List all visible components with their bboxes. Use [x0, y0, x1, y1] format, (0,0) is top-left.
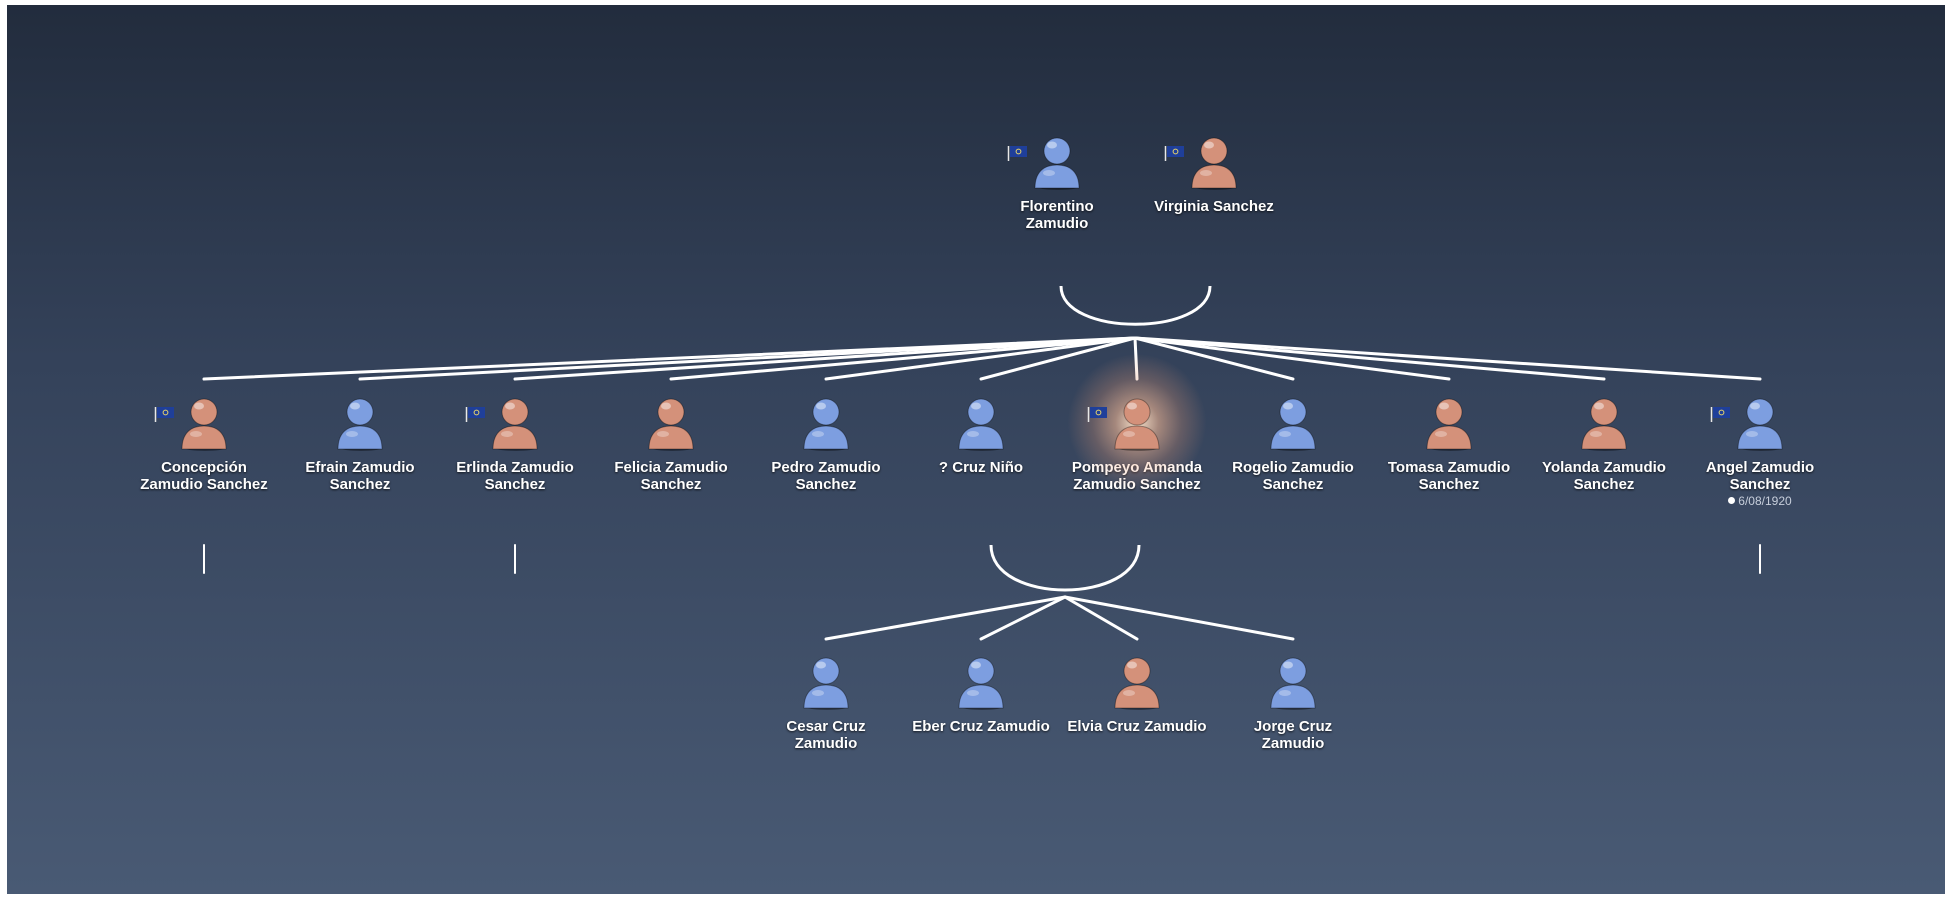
connector-line-child-11: [1133, 336, 1762, 381]
grandchild-node[interactable]: Elvia Cruz Zamudio: [1062, 652, 1212, 735]
parent-node[interactable]: Virginia Sanchez: [1139, 132, 1289, 215]
person-icon: [1191, 137, 1237, 190]
connector-line-grandchild-3: [1063, 595, 1139, 641]
person-icon: [1581, 398, 1627, 451]
birth-date-text: 6/08/1920: [1738, 494, 1792, 508]
couple-bracket-selected: [989, 544, 1141, 592]
person-name: ? Cruz Niño: [938, 459, 1024, 476]
flag-icon: [1087, 407, 1107, 422]
connector-line-grandchild-2: [979, 595, 1067, 641]
person-icon: [1737, 398, 1783, 451]
connector-line-child-9: [1133, 336, 1451, 381]
avatar: [1263, 652, 1323, 712]
person-icon: [492, 398, 538, 451]
person-icon: [1114, 398, 1160, 451]
connector-line-child-8: [1133, 336, 1295, 381]
connector-line-child-4: [669, 336, 1137, 381]
person-icon: [958, 398, 1004, 451]
avatar: [1007, 132, 1087, 192]
flag-icon: [1007, 146, 1027, 161]
connector-line-child-3: [513, 336, 1137, 381]
couple-bracket-parents: [1059, 285, 1212, 326]
avatar: [1710, 393, 1790, 453]
flag-icon: [1164, 146, 1184, 161]
flag-icon: [1710, 407, 1730, 422]
person-name: Eber Cruz Zamudio: [912, 718, 1050, 735]
person-icon: [181, 398, 227, 451]
connector-line-child-2: [358, 336, 1137, 381]
flag-icon: [465, 407, 485, 422]
person-name: Elvia Cruz Zamudio: [1067, 718, 1207, 735]
person-icon: [337, 398, 383, 451]
connector-line-child-6: [979, 336, 1137, 381]
birth-date: 6/08/1920: [1685, 494, 1835, 508]
birth-dot-icon: [1728, 497, 1736, 504]
avatar: [1164, 132, 1244, 192]
avatar: [796, 393, 856, 453]
person-icon: [1034, 137, 1080, 190]
child-node[interactable]: ? Cruz Niño: [906, 393, 1056, 476]
avatar: [330, 393, 390, 453]
avatar: [1419, 393, 1479, 453]
person-icon: [958, 657, 1004, 710]
tree-connectors: [202, 285, 1762, 641]
selected-person-node[interactable]: Pompeyo AmandaZamudio Sanchez: [1062, 353, 1212, 493]
person-icon: [1426, 398, 1472, 451]
connector-line-child-10: [1133, 336, 1606, 381]
connector-line-child-5: [824, 336, 1137, 381]
avatar: [1263, 393, 1323, 453]
person-icon: [648, 398, 694, 451]
avatar: [1574, 393, 1634, 453]
avatar: [951, 393, 1011, 453]
avatar: [641, 393, 701, 453]
avatar: [796, 652, 856, 712]
person-icon: [1270, 657, 1316, 710]
person-icon: [1270, 398, 1316, 451]
avatar: [154, 393, 234, 453]
person-icon: [803, 657, 849, 710]
person-icon: [803, 398, 849, 451]
connector-line-grandchild-1: [824, 595, 1067, 641]
person-icon: [1114, 657, 1160, 710]
person-name: Virginia Sanchez: [1154, 198, 1274, 215]
avatar: [951, 652, 1011, 712]
connector-line-grandchild-4: [1063, 595, 1295, 641]
avatar: [1107, 652, 1167, 712]
flag-icon: [154, 407, 174, 422]
grandchild-node[interactable]: Eber Cruz Zamudio: [906, 652, 1056, 735]
avatar: [465, 393, 545, 453]
avatar: [1067, 353, 1207, 493]
